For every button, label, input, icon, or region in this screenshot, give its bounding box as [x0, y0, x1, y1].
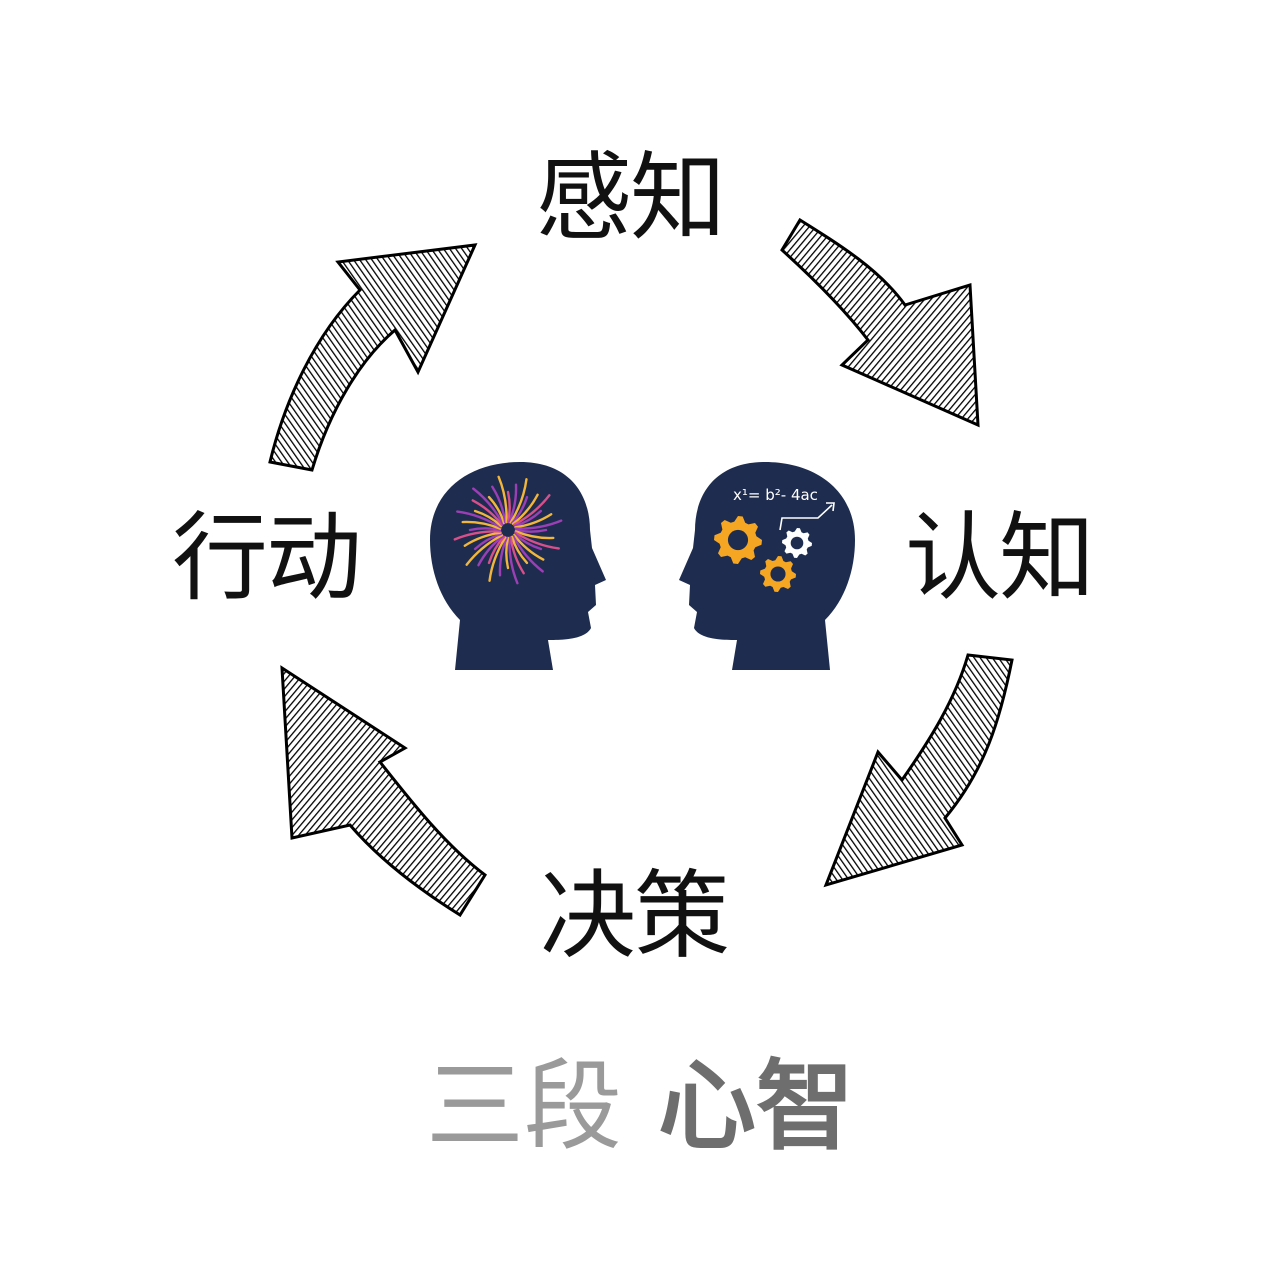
stage-cognition: 认知: [905, 502, 1095, 614]
subtitle-left: 三段: [425, 1050, 622, 1164]
arrow-action-to-perception: [268, 243, 478, 472]
gear-small-icon: [760, 556, 796, 592]
fireworks-brain-icon: [430, 462, 606, 670]
arrow-perception-to-cognition: [780, 217, 980, 428]
gear-large-icon: [714, 516, 762, 564]
gears-brain-icon: x¹= b²- 4ac: [679, 462, 855, 670]
subtitle-right: 心智: [658, 1049, 855, 1164]
stage-perception: 感知: [536, 142, 726, 254]
arrow-decision-to-action: [280, 665, 488, 918]
subtitle: 三段心智: [0, 1049, 1280, 1164]
stage-action: 行动: [172, 502, 362, 614]
formula-text: x¹= b²- 4ac: [733, 486, 818, 504]
gear-white-icon: [782, 528, 812, 558]
arrow-cognition-to-decision: [823, 653, 1014, 888]
stage-decision: 决策: [540, 860, 730, 972]
